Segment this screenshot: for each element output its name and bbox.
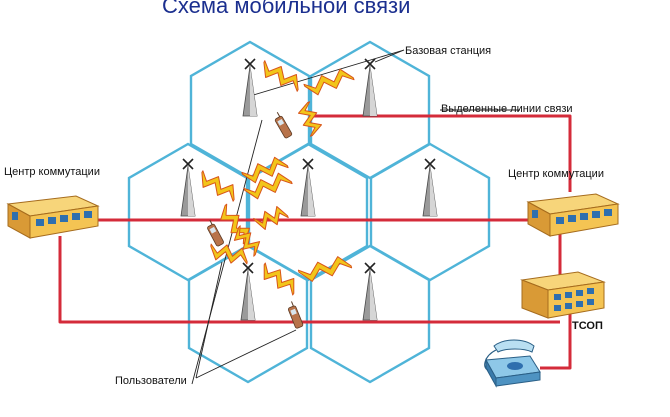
callout-line xyxy=(249,49,405,97)
tower-icon xyxy=(300,158,316,217)
pstn-exchange-icon xyxy=(520,271,606,319)
lightning-icon xyxy=(263,60,299,92)
label-switching-center-left: Центр коммутации xyxy=(4,166,100,178)
lightning-icon xyxy=(243,172,293,200)
mobile-phone-icon xyxy=(274,112,293,139)
lightning-icon xyxy=(241,156,289,184)
tower-icon xyxy=(422,158,438,217)
tower-icon xyxy=(362,262,378,321)
switching-center-left-icon xyxy=(6,195,100,239)
tower-icon xyxy=(240,262,256,321)
mobile-phone-icon xyxy=(287,301,304,329)
lightning-icon xyxy=(297,256,353,282)
base-stations xyxy=(180,58,438,321)
callout-line xyxy=(374,49,405,63)
radio-links xyxy=(201,60,355,296)
tower-icon xyxy=(242,58,258,117)
switching-center-right-icon xyxy=(526,193,620,237)
lightning-icon xyxy=(201,170,235,202)
dedicated-lines xyxy=(58,114,572,370)
dedicated-line xyxy=(540,308,572,370)
label-users: Пользователи xyxy=(115,375,187,387)
tower-icon xyxy=(362,58,378,117)
label-switching-center-right: Центр коммутации xyxy=(508,168,604,180)
lightning-icon xyxy=(253,206,289,230)
label-dedicated-lines: Выделенные линии связи xyxy=(441,103,573,115)
callout-line xyxy=(195,329,297,379)
cell xyxy=(187,244,309,384)
lightning-icon xyxy=(233,225,261,257)
lightning-icon xyxy=(210,243,248,265)
lightning-icon xyxy=(303,68,355,96)
tower-icon xyxy=(180,158,196,217)
mobile-phone-icon xyxy=(207,219,224,247)
dedicated-line xyxy=(58,236,560,324)
mobile-users xyxy=(207,112,304,329)
lightning-icon xyxy=(263,262,295,296)
callouts xyxy=(191,49,520,385)
label-pstn: ТСОП xyxy=(572,320,603,332)
lightning-icon xyxy=(298,101,322,137)
label-base-station: Базовая станция xyxy=(405,45,492,57)
diagram-title: Схема мобильной связи xyxy=(162,0,411,18)
desk-telephone-icon xyxy=(484,339,541,388)
dedicated-line xyxy=(310,114,572,192)
